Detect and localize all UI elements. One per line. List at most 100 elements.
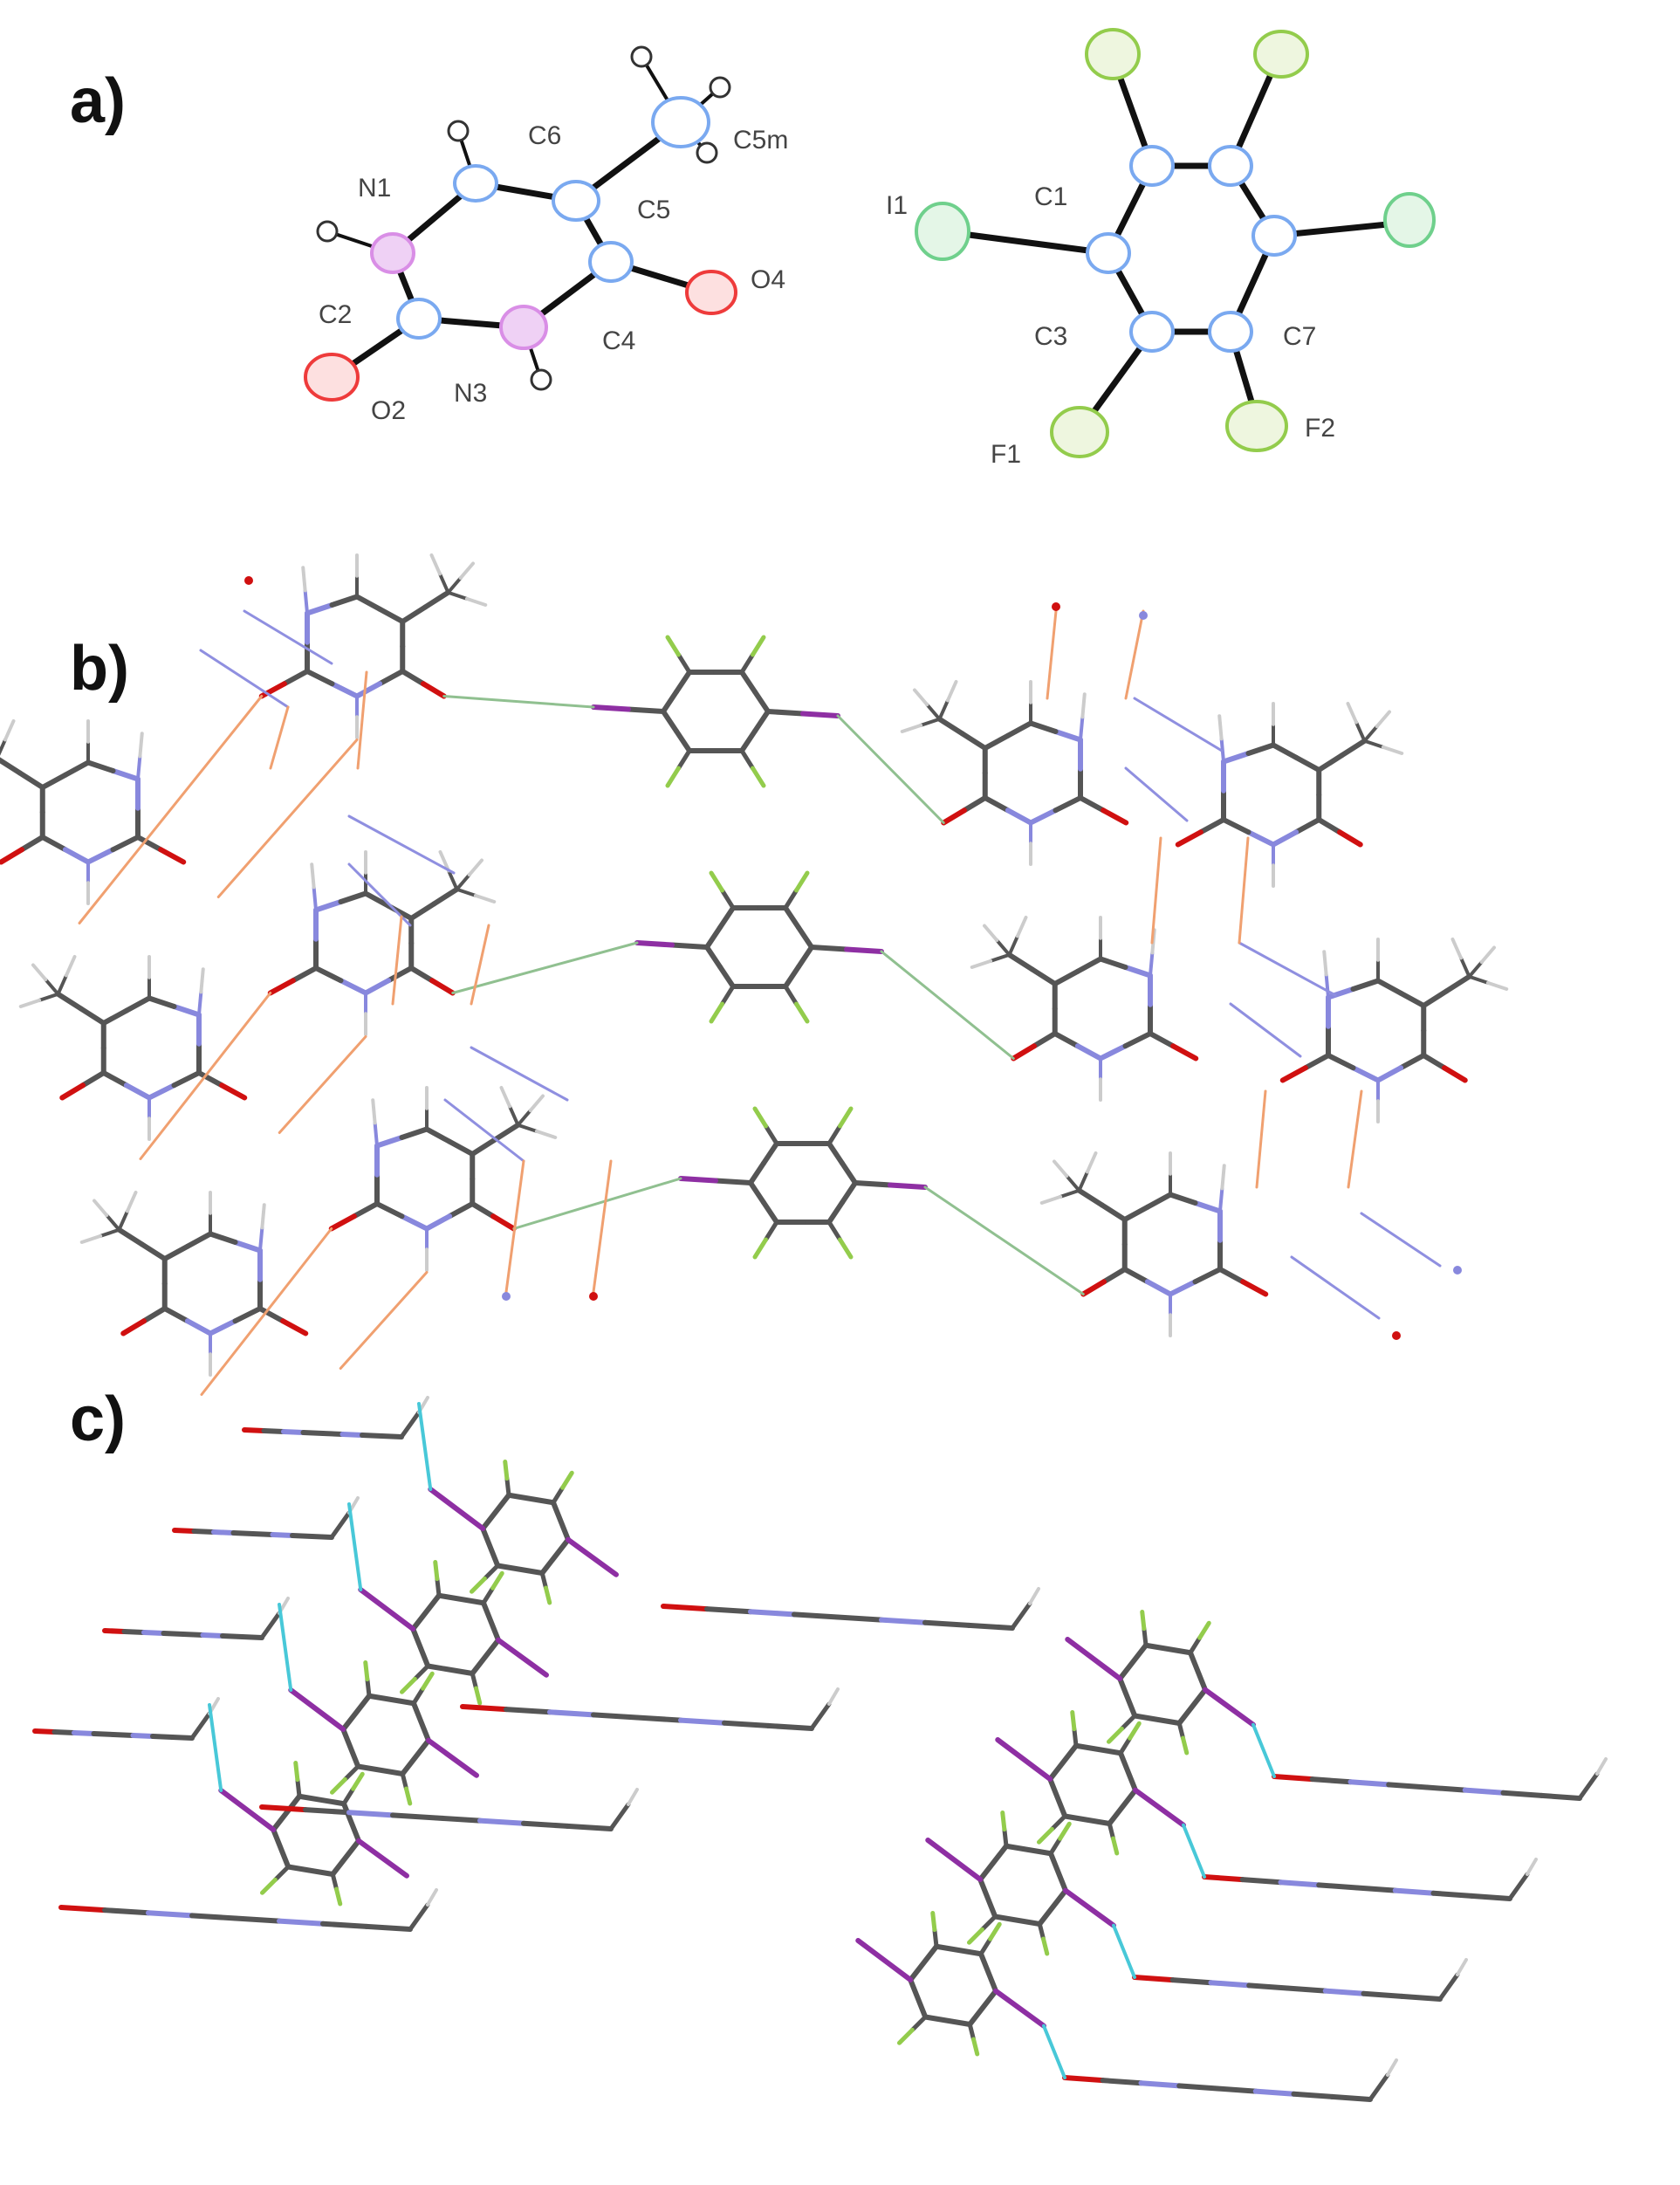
stacked-thymine — [230, 1530, 256, 1536]
stick-bond — [1293, 817, 1322, 835]
stick-bond — [1074, 956, 1103, 974]
stacked-thymine — [765, 1722, 814, 1731]
stick-bond — [470, 1137, 498, 1157]
stacked-benzene — [551, 1500, 571, 1543]
stacked-thymine — [722, 1720, 771, 1728]
stacked-benzene — [922, 2014, 973, 2027]
stick-bond — [18, 998, 42, 1008]
terminal-atom — [1392, 1331, 1401, 1340]
stick-bond — [516, 1109, 532, 1127]
stick-bond — [338, 890, 368, 904]
stick-bond — [1339, 738, 1368, 759]
stick-bond — [138, 732, 144, 759]
methyl-bond — [809, 1701, 832, 1731]
stick-bond — [551, 1485, 566, 1505]
stacked-thymine — [434, 1815, 483, 1824]
stick-bond — [838, 1237, 854, 1260]
stick-bond — [1398, 1053, 1427, 1071]
stick-bond — [761, 1199, 779, 1225]
hydrogen-bond — [1046, 609, 1058, 700]
stick-bond — [123, 995, 152, 1013]
atom-label-c6: C6 — [528, 121, 561, 150]
stick-bond — [354, 681, 383, 699]
stick-bond — [932, 1927, 939, 1949]
stick-bond — [1322, 950, 1328, 977]
stacked-thymine — [792, 1611, 840, 1620]
stick-bond — [826, 1141, 845, 1166]
stacked-thymine — [242, 1427, 267, 1433]
stick-bond — [1039, 1194, 1063, 1205]
stick-bond — [267, 978, 296, 996]
hydrogen-bond — [1290, 1255, 1381, 1320]
stick-bond — [232, 1240, 263, 1254]
stick-bond — [1346, 702, 1358, 725]
atom-label-c5m: C5m — [733, 126, 788, 155]
stick-bond — [447, 1201, 476, 1220]
stacked-thymine — [239, 1634, 264, 1640]
stick-bond — [1170, 1043, 1199, 1062]
stick-bond — [1098, 1043, 1128, 1062]
stick-bond — [967, 2022, 976, 2042]
stacked-thymine — [250, 1531, 276, 1537]
stick-bond — [1086, 1151, 1098, 1174]
stick-bond — [1111, 1836, 1120, 1856]
stick-bond — [676, 652, 692, 675]
stick-bond — [313, 899, 344, 913]
stacked-benzene — [425, 1663, 476, 1676]
stick-bond — [110, 835, 141, 853]
stick-bond — [303, 588, 309, 615]
stacked-thymine — [1062, 2075, 1106, 2084]
stick-bond — [1074, 1043, 1103, 1062]
stacked-thymine — [1322, 1988, 1367, 1996]
stick-bond — [1350, 1065, 1381, 1083]
stick-bond — [1070, 1710, 1077, 1732]
stacked-benzene — [271, 1793, 302, 1832]
halogen-contact — [278, 1603, 293, 1692]
stick-bond — [458, 561, 475, 581]
stacked-thymine — [320, 1920, 369, 1929]
stacked-benzene — [1004, 1843, 1053, 1857]
stacked-benzene — [436, 1592, 486, 1606]
stacked-benzene — [340, 1727, 361, 1769]
stick-bond — [301, 566, 307, 593]
stick-bond — [467, 858, 483, 877]
stick-bond — [1350, 978, 1381, 992]
stick-bond — [293, 1761, 300, 1783]
stacked-benzene — [285, 1864, 336, 1877]
stick-bond — [1005, 720, 1033, 739]
stacked-thymine — [565, 1823, 614, 1831]
stick-bond — [752, 1237, 768, 1260]
stick-bond — [99, 1227, 121, 1238]
hydrogen-bond — [1133, 697, 1224, 752]
stick-bond — [363, 1660, 370, 1682]
stick-bond — [429, 553, 442, 576]
panel-b-label: b) — [70, 634, 129, 704]
stick-bond — [171, 1070, 202, 1089]
stick-bond — [1192, 1200, 1223, 1214]
stacked-benzene — [1047, 1776, 1068, 1819]
stick-bond — [794, 1001, 810, 1024]
stick-bond — [1101, 807, 1129, 826]
stick-bond — [424, 1126, 453, 1144]
stick-bond — [739, 670, 758, 695]
stick-bond — [1028, 807, 1059, 826]
stick-bond — [470, 1671, 478, 1691]
stick-bond — [1037, 1826, 1054, 1845]
methyl-bond — [189, 1711, 212, 1741]
stick-bond — [377, 669, 406, 687]
stick-bond — [982, 795, 1011, 814]
stick-bond — [1316, 752, 1345, 773]
stick-bond — [720, 984, 736, 1007]
stacked-benzene — [1117, 1676, 1138, 1719]
stick-bond — [1053, 1159, 1069, 1178]
stick-bond — [86, 759, 116, 773]
stick-bond — [748, 1160, 766, 1185]
stacked-thymine — [1430, 1890, 1475, 1899]
stacked-benzene — [1062, 1813, 1113, 1826]
stick-bond — [748, 1180, 766, 1206]
stick-bond — [208, 1318, 238, 1336]
stick-bond — [800, 711, 840, 718]
stick-bond — [1302, 1053, 1331, 1071]
stacked-thymine — [130, 1733, 155, 1739]
atom-label-c2: C2 — [319, 300, 352, 329]
